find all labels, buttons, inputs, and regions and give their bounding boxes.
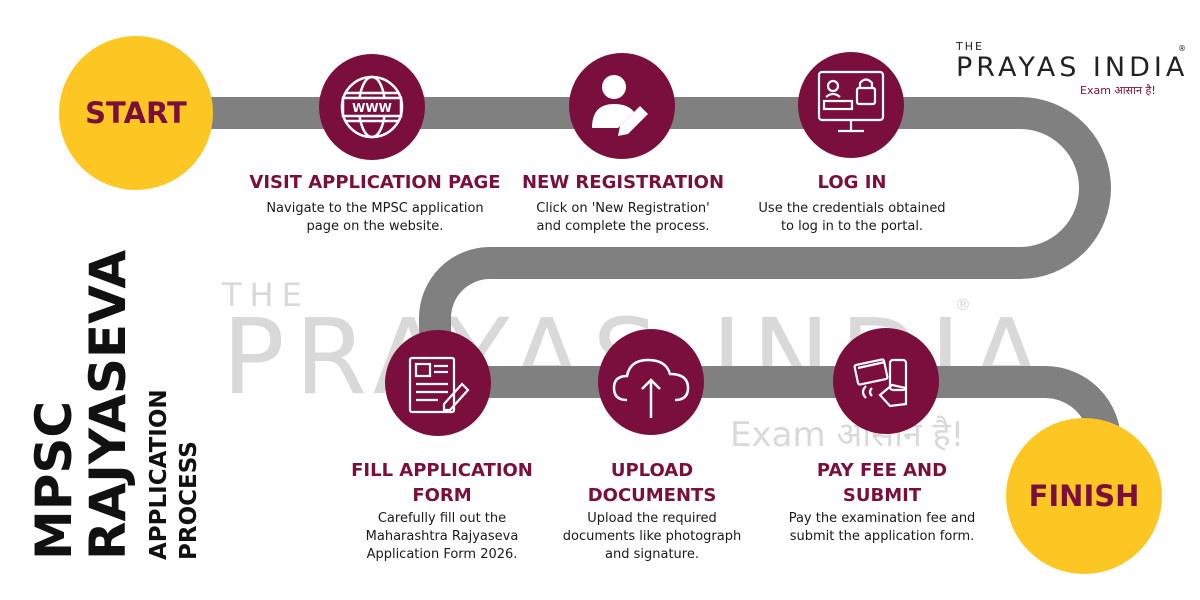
side-title-mpsc: MPSC [25,400,83,560]
watermark-registered: ® [955,295,971,314]
step-desc-visit: Navigate to the MPSC application page on… [247,200,503,236]
step-desc-line: Carefully fill out the [377,511,507,526]
step-desc-upload: Upload the required documents like photo… [551,510,753,564]
cloud-upload-icon [612,358,690,418]
step-title-line: VISIT APPLICATION PAGE [249,172,501,193]
step-desc-line: to log in to the portal. [780,219,924,234]
step-title-line: NEW REGISTRATION [521,172,725,193]
logo-registered: ® [1178,44,1186,53]
step-title-line: SUBMIT [842,485,922,506]
payment-icon [853,358,908,408]
step-title-payment: PAY FEE AND SUBMIT [769,458,995,508]
step-title-registration: NEW REGISTRATION [515,170,731,195]
step-desc-line: Upload the required [587,511,717,526]
step-title-line: LOG IN [817,172,887,193]
step-desc-line: and signature. [605,547,699,562]
step-desc-line: Click on 'New Registration' [536,201,710,216]
step-title-login: LOG IN [741,170,963,195]
step-title-upload: UPLOAD DOCUMENTS [551,458,753,508]
form-icon [408,356,470,414]
step-title-line: DOCUMENTS [587,485,717,506]
step-desc-line: Navigate to the MPSC application [266,201,484,216]
logo-the: THE [956,40,984,53]
login-monitor-icon [817,70,885,133]
step-desc-payment: Pay the examination fee and submit the a… [769,510,995,546]
start-label: START [85,96,187,130]
side-title-rajyaseva: RAJYASEVA [79,249,137,560]
finish-label: FINISH [1028,479,1140,513]
step-title-line: FILL APPLICATION [351,460,533,481]
svg-text:WWW: WWW [352,101,392,115]
step-desc-line: Pay the examination fee and [788,511,976,526]
step-desc-line: Maharashtra Rajyaseva [365,529,519,544]
user-edit-icon [592,75,648,136]
step-title-line: PAY FEE AND [816,460,948,481]
finish-circle [1006,418,1162,574]
start-circle [59,36,213,190]
step-desc-login: Use the credentials obtained to log in t… [741,200,963,236]
watermark-tagline: Exam आसान है! [730,415,965,455]
step-desc-line: Use the credentials obtained [758,201,946,216]
step-desc-line: and complete the process. [536,219,710,234]
step-desc-registration: Click on 'New Registration' and complete… [515,200,731,236]
step-title-form: FILL APPLICATION FORM [339,458,545,508]
step-desc-form: Carefully fill out the Maharashtra Rajya… [339,510,545,564]
step-circle-payment [833,328,939,434]
side-title-process: PROCESS [176,441,202,560]
step-title-visit: VISIT APPLICATION PAGE [247,170,503,195]
step-title-line: UPLOAD [610,460,694,481]
road-path [170,97,1121,500]
step-desc-line: submit the application form. [789,529,975,544]
logo-tagline: Exam आसान है! [1080,84,1156,97]
watermark-the: THE [222,276,310,314]
step-desc-line: Application Form 2026. [366,547,518,562]
step-title-line: FORM [412,485,472,506]
logo-brand: PRAYAS INDIA [956,52,1189,83]
step-desc-line: documents like photograph [562,529,742,544]
www-icon: WWW [340,75,404,139]
step-desc-line: page on the website. [306,219,444,234]
side-title-application: APPLICATION [146,389,172,560]
